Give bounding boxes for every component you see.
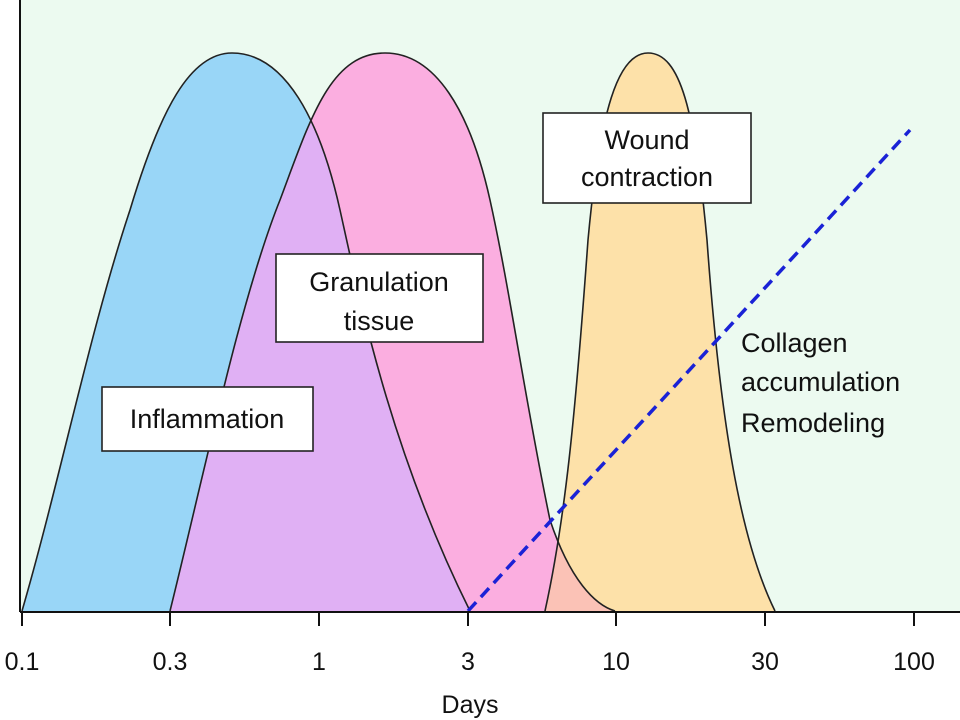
wound-contraction-label-line-2: contraction [581,162,713,192]
granulation-label-box: Granulation tissue [275,253,484,343]
wound-contraction-label-box: Wound contraction [542,112,752,204]
collagen-label: Collagen accumulation Remodeling [741,328,900,438]
inflammation-label-box: Inflammation [101,386,314,452]
label-box-frame [275,253,484,343]
tick-label: 10 [602,648,630,676]
label-box-frame [101,386,314,452]
tick-label: 3 [461,648,475,676]
inflammation-label: Inflammation [130,404,285,434]
collagen-accumulation-line [466,128,912,613]
tick-label: 1 [312,648,326,676]
collagen-label-line-2: accumulation [741,367,900,397]
collagen-label-line-3: Remodeling [741,408,885,438]
tick-label: 30 [751,648,779,676]
inflammation-outline [21,52,471,612]
x-axis-title: Days [442,691,499,719]
x-axis-ticks [21,612,915,626]
tick-label: 0.1 [5,648,40,676]
label-box-frame [542,112,752,204]
granulation-outline [169,52,616,612]
collagen-label-line-1: Collagen [741,328,848,358]
tick-label: 100 [893,648,935,676]
granulation-label-line-2: tissue [344,306,415,336]
wound-contraction-label-line-1: Wound [604,125,689,155]
tick-label: 0.3 [153,648,188,676]
wound-contraction-outline [544,52,776,612]
granulation-label-line-1: Granulation [309,267,449,297]
